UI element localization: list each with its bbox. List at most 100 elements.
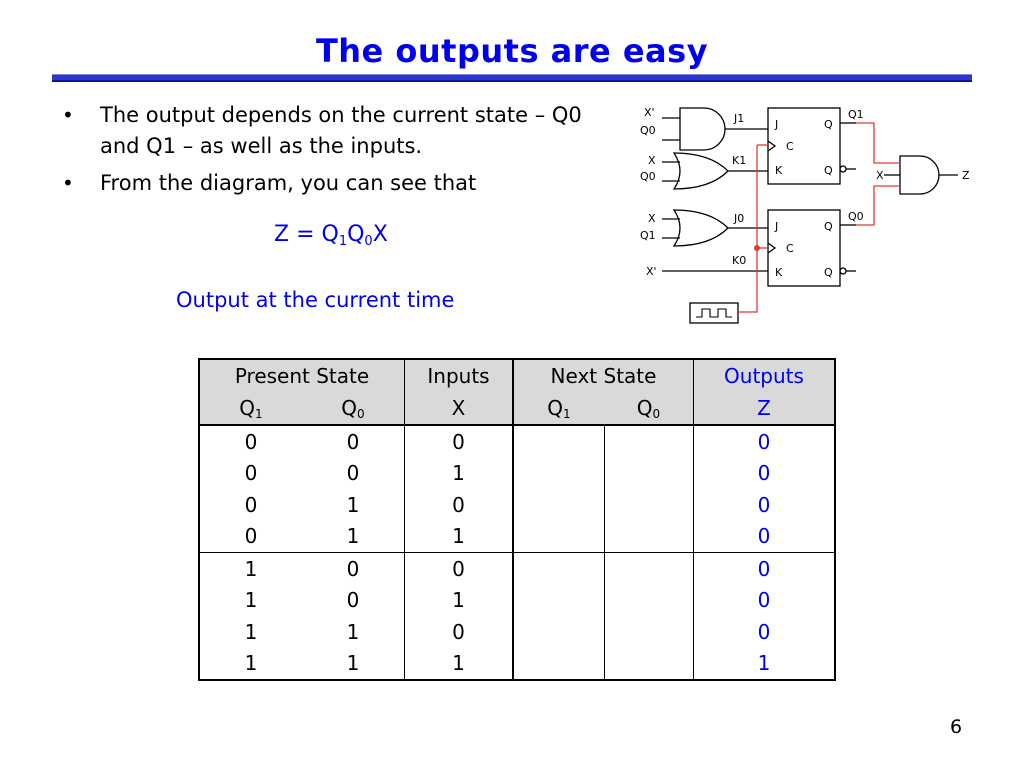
label-q0: Q0	[640, 170, 656, 183]
table-row: 1 1 1 1	[199, 647, 835, 680]
ff-top-k-label: K	[775, 164, 783, 177]
ff-top-q-label: Q	[824, 118, 833, 131]
cell-next-q0	[603, 457, 694, 489]
cell-q1: 0	[244, 461, 258, 486]
output-equation: Z = Q1Q0X	[274, 222, 388, 249]
subheader-z: Z	[693, 392, 835, 426]
bullet-dot-icon: •	[62, 103, 74, 127]
cell-next-q1	[512, 489, 604, 521]
cell-next-q0	[603, 520, 694, 553]
cell-q1: 1	[244, 619, 258, 644]
label-x: X	[648, 154, 656, 167]
cell-q1: 1	[244, 651, 258, 676]
cell-next-q1	[512, 616, 604, 648]
cell-x: 1	[404, 457, 513, 489]
clock-source	[689, 302, 739, 324]
equation-q: Q	[347, 222, 365, 247]
label-q1-out: Q1	[848, 108, 864, 121]
cell-x: 0	[404, 616, 513, 648]
label-x: X	[648, 212, 656, 225]
table-row: 0 0 1 0	[199, 457, 835, 489]
page-number: 6	[950, 716, 963, 738]
cell-next-q0	[603, 425, 694, 458]
cell-next-q1	[512, 425, 604, 458]
cell-z: 1	[693, 647, 835, 680]
label-q0: Q0	[640, 124, 656, 137]
cell-q1: 0	[244, 492, 258, 517]
cell-x: 1	[404, 647, 513, 680]
cell-q1: 0	[244, 429, 258, 454]
bullet-item: • The output depends on the current stat…	[62, 100, 622, 162]
cell-next-q0	[603, 647, 694, 680]
subheader-x: X	[404, 392, 513, 426]
and-gate-output	[899, 155, 940, 195]
cell-x: 1	[404, 520, 513, 553]
label-x-prime: X'	[646, 265, 657, 278]
cell-q0: 0	[346, 588, 360, 613]
cell-next-q0	[603, 616, 694, 648]
cell-z: 0	[693, 457, 835, 489]
subheader-next-q0: Q0	[604, 392, 694, 426]
ff-top-c-label: C	[786, 140, 794, 153]
cell-next-q1	[512, 584, 604, 616]
header-inputs: Inputs	[404, 359, 513, 392]
label-k1: K1	[732, 154, 746, 167]
cell-x: 0	[404, 489, 513, 521]
state-table: Present State Inputs Next State Outputs …	[198, 358, 836, 681]
ff-bottom-j-label: J	[774, 220, 778, 233]
cell-q0: 0	[346, 429, 360, 454]
cell-q1: 1	[244, 588, 258, 613]
ff-bottom-c-label: C	[786, 242, 794, 255]
cell-z: 0	[693, 584, 835, 616]
bullet-text: The output depends on the current state …	[100, 103, 582, 158]
header-next-state: Next State	[512, 359, 694, 392]
cell-q0: 0	[346, 461, 360, 486]
cell-q0: 1	[346, 492, 360, 517]
equation-x: X	[372, 222, 388, 247]
output-note: Output at the current time	[176, 288, 455, 312]
cell-z: 0	[693, 616, 835, 648]
cell-q0: 0	[302, 552, 405, 585]
table-row: 1 1 0 0	[199, 616, 835, 648]
cell-q0: 1	[346, 651, 360, 676]
flip-flop-top	[767, 107, 841, 185]
cell-x: 0	[404, 552, 513, 585]
cell-q0: 1	[346, 524, 360, 549]
table-row: 0 1 0 0	[199, 489, 835, 521]
ff-top-qbar-label: Q	[824, 164, 833, 177]
and-gate-j1	[679, 107, 726, 151]
label-z: Z	[962, 169, 970, 182]
or-gate-k1	[672, 152, 729, 190]
label-q1: Q1	[640, 229, 656, 242]
cell-x: 0	[404, 425, 513, 458]
subheader-q1: Q1	[199, 392, 302, 426]
label-q0-out: Q0	[848, 210, 864, 223]
header-present-state: Present State	[199, 359, 405, 392]
label-x-prime: X'	[644, 106, 655, 119]
or-gate-j0	[672, 209, 729, 247]
cell-z: 0	[693, 489, 835, 521]
cell-q0: 1	[346, 619, 360, 644]
cell-z: 0	[693, 425, 835, 458]
ff-bottom-q-label: Q	[824, 220, 833, 233]
equation-sub-1: 1	[338, 234, 348, 249]
ff-bottom-k-label: K	[775, 266, 783, 279]
label-k0: K0	[732, 254, 746, 267]
cell-z: 0	[693, 552, 835, 585]
subheader-next-q1: Q1	[512, 392, 604, 426]
cell-next-q0	[603, 489, 694, 521]
bullet-list: • The output depends on the current stat…	[62, 100, 622, 205]
cell-q1: 1	[199, 552, 302, 585]
slide-title: The outputs are easy	[315, 32, 709, 70]
bullet-text: From the diagram, you can see that	[100, 171, 477, 195]
label-j1: J1	[733, 112, 744, 125]
cell-next-q0	[603, 584, 694, 616]
header-outputs: Outputs	[693, 359, 835, 392]
clock-junction-dot	[754, 245, 760, 251]
ff-bottom-qbar-label: Q	[824, 266, 833, 279]
cell-next-q1	[512, 457, 604, 489]
equation-sub-0: 0	[364, 234, 373, 249]
